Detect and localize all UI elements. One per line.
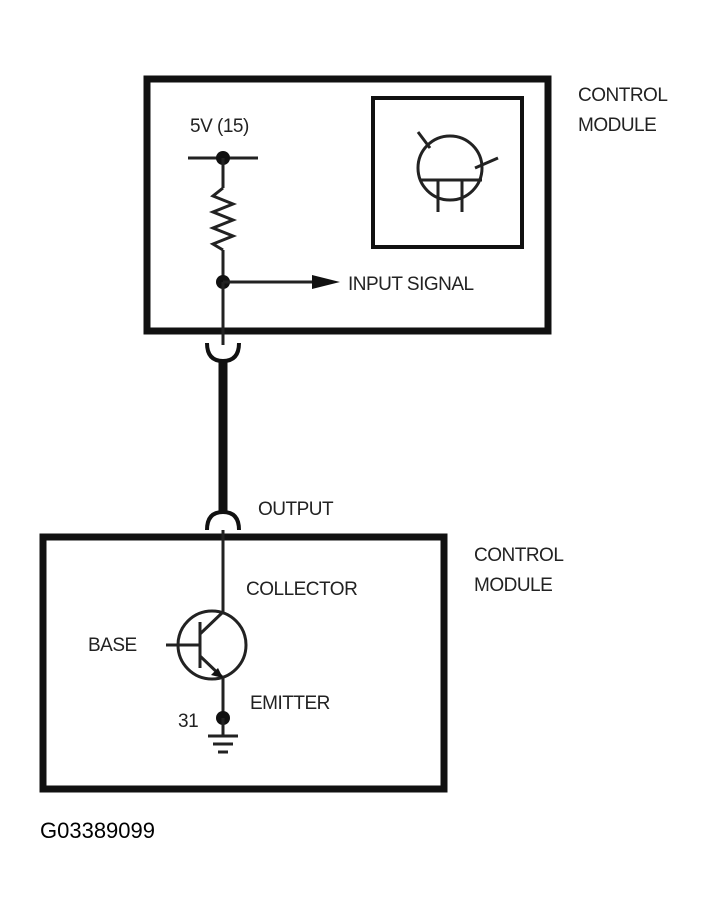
figure-id: G03389099 xyxy=(40,818,155,843)
upper-module-title-line1: CONTROL xyxy=(578,85,667,106)
npn-transistor-icon xyxy=(166,609,248,718)
upper-control-module: 5V (15) INPUT SIGNAL CONTROL MODULE xyxy=(143,75,668,335)
arrow-right-icon xyxy=(312,275,340,289)
resistor-icon xyxy=(208,186,238,252)
ground-pin-label: 31 xyxy=(178,711,198,732)
upper-module-title-line2: MODULE xyxy=(578,115,656,136)
upper-transistor-box xyxy=(371,96,524,249)
lower-module-box xyxy=(39,533,448,793)
lower-connector-icon xyxy=(205,509,241,531)
upper-module-box xyxy=(143,75,552,335)
lower-module-title-line2: MODULE xyxy=(474,575,552,596)
supply-voltage-label: 5V (15) xyxy=(190,116,249,137)
emitter-arrow-icon xyxy=(211,668,223,678)
upper-connector-icon xyxy=(205,342,241,364)
output-label: OUTPUT xyxy=(258,499,334,520)
lower-module-title-line1: CONTROL xyxy=(474,545,563,566)
emitter-label: EMITTER xyxy=(250,693,330,714)
ground-icon xyxy=(208,718,238,754)
input-signal-label: INPUT SIGNAL xyxy=(348,274,474,295)
transistor-icon xyxy=(416,131,499,212)
lower-control-module: COLLECTOR BASE EMITTER 31 CONTROL MODULE xyxy=(39,530,564,793)
connection-wire: OUTPUT xyxy=(205,282,335,531)
collector-label: COLLECTOR xyxy=(246,579,357,600)
base-label: BASE xyxy=(88,635,137,656)
